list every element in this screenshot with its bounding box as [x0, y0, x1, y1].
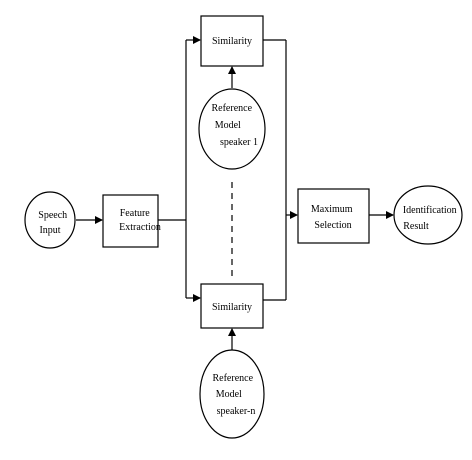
reference-model-n-label: Reference Model speaker-n [212, 373, 255, 417]
similarity-bottom-node [200, 283, 264, 329]
similarity-top-label: Similarity [212, 36, 252, 47]
identification-result-label: Identification Result [403, 205, 459, 232]
identification-result-node [393, 185, 463, 245]
speech-input-node [24, 191, 76, 249]
reference-model-1-node [198, 88, 266, 170]
feature-extraction-node [102, 194, 159, 248]
speech-input-label: Speech Input [38, 210, 69, 236]
maximum-selection-node [297, 188, 370, 244]
reference-model-1-label: Reference Model speaker 1 [211, 103, 258, 148]
similarity-top-node [200, 15, 264, 67]
maximum-selection-label: Maximum Selection [311, 204, 355, 231]
reference-model-n-node [199, 349, 265, 439]
similarity-bottom-label: Similarity [212, 302, 252, 313]
feature-extraction-label: Feature Extraction [119, 208, 161, 233]
